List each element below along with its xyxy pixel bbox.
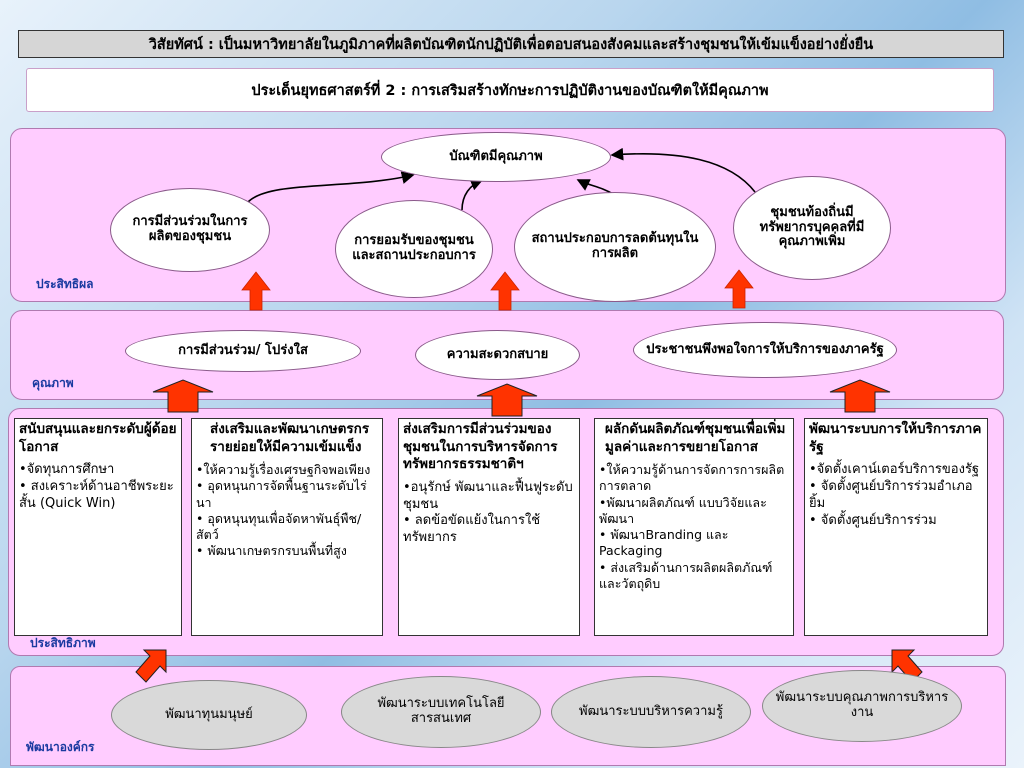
block-arrow-2 (476, 383, 538, 417)
up-arrow-3 (724, 269, 754, 309)
box-item: • จัดตั้งศูนย์บริการร่วม (809, 512, 937, 528)
block-arrow-3 (829, 379, 891, 413)
organization-label: พัฒนาองค์กร (26, 740, 95, 754)
box-item: • อุดหนุนการจัดพื้นฐานระดับไร่นา (196, 478, 367, 510)
up-arrow-2 (490, 271, 520, 311)
efficiency-box-2: ส่งเสริมและพัฒนาเกษตรกรรายย่อยให้มีความเ… (191, 418, 383, 636)
box-item: • จัดตั้งศูนย์บริการร่วมอำเภอยิ้ม (809, 478, 973, 511)
box-item: •พัฒนาผลิตภัณฑ์ แบบวิจัยและพัฒนา (599, 494, 767, 526)
quality-ellipse-2: ความสะดวกสบาย (415, 330, 580, 380)
box-item: • อุดหนุนทุนเพื่อจัดหาพันธุ์พืช/สัตว์ (196, 510, 362, 543)
org-ellipse-1: พัฒนาทุนมนุษย์ (111, 680, 307, 750)
box-item: •จัดตั้งเคาน์เตอร์บริการของรัฐ (809, 462, 980, 478)
box-title: พัฒนาระบบการให้บริการภาครัฐ (809, 421, 982, 455)
efficiency-box-4: ผลักดันผลิตภัณฑ์ชุมชนเพื่อเพิ่มมูลค่าและ… (594, 418, 794, 636)
goal-ellipse: บัณฑิตมีคุณภาพ (381, 132, 611, 182)
effect-ellipse-4: ชุมชนท้องถิ่นมีทรัพยากรบุคคลที่มีคุณภาพเ… (733, 176, 891, 280)
org-ellipse-3: พัฒนาระบบบริหารความรู้ (551, 676, 751, 748)
box-title: ส่งเสริมและพัฒนาเกษตรกรรายย่อยให้มีความเ… (210, 421, 370, 455)
effectiveness-label: ประสิทธิผล (36, 277, 94, 291)
strategy-banner: ประเด็นยุทธศาสตร์ที่ 2 : การเสริมสร้างทั… (26, 68, 994, 112)
efficiency-box-3: ส่งเสริมการมีส่วนร่วมของชุมชนในการบริหาร… (398, 418, 580, 636)
box-item: • พัฒนาBranding และ Packaging (599, 527, 729, 559)
effect-ellipse-1: การมีส่วนร่วมในการผลิตของชุมชน (110, 188, 270, 272)
box-title: สนับสนุนและยกระดับผู้ด้อยโอกาส (19, 421, 177, 455)
up-arrow-1 (241, 271, 271, 311)
efficiency-box-1: สนับสนุนและยกระดับผู้ด้อยโอกาส •จัดทุนกา… (14, 418, 182, 636)
box-item: • สงเคราะห์ด้านอาชีพระยะสั้น (Quick Win) (19, 478, 174, 511)
efficiency-box-5: พัฒนาระบบการให้บริการภาครัฐ •จัดตั้งเคาน… (804, 418, 988, 636)
connector-4 (610, 147, 756, 193)
efficiency-label: ประสิทธิภาพ (30, 636, 96, 650)
box-item: •อนุรักษ์ พัฒนาและฟื้นฟูระดับชุมชน (403, 479, 573, 512)
box-item: •จัดทุนการศึกษา (19, 462, 115, 478)
diag-arrow-left (135, 649, 167, 683)
box-item: • ลดข้อขัดแย้งในการใช้ทรัพยากร (403, 513, 541, 546)
connector-2 (461, 178, 484, 211)
effect-ellipse-3: สถานประกอบการลดต้นทุนในการผลิต (514, 192, 716, 302)
org-ellipse-2: พัฒนาระบบเทคโนโลยีสารสนเทศ (341, 676, 541, 748)
box-title: ส่งเสริมการมีส่วนร่วมของชุมชนในการบริหาร… (403, 421, 558, 473)
box-title: ผลักดันผลิตภัณฑ์ชุมชนเพื่อเพิ่มมูลค่าและ… (605, 421, 786, 455)
box-item: •ให้ความรู้ด้านการจัดการการผลิต การตลาด (599, 462, 785, 494)
box-item: •ให้ความรู้เรื่องเศรษฐกิจพอเพียง (196, 462, 371, 478)
connector-1 (247, 171, 415, 203)
quality-ellipse-3: ประชาชนพึงพอใจการให้บริการของภาครัฐ (633, 322, 897, 378)
org-ellipse-4: พัฒนาระบบคุณภาพการบริหารงาน (762, 670, 962, 742)
box-item: • ส่งเสริมด้านการผลิตผลิตภัณฑ์และวัตถุดิ… (599, 559, 773, 591)
box-item: • พัฒนาเกษตรกรบนพื้นที่สูง (196, 543, 347, 559)
vision-banner: วิสัยทัศน์ : เป็นมหาวิทยาลัยในภูมิภาคที่… (18, 30, 1004, 58)
block-arrow-1 (152, 379, 214, 413)
effect-ellipse-2: การยอมรับของชุมชนและสถานประกอบการ (335, 200, 493, 298)
quality-ellipse-1: การมีส่วนร่วม/ โปร่งใส (125, 330, 361, 372)
quality-label: คุณภาพ (32, 376, 74, 390)
